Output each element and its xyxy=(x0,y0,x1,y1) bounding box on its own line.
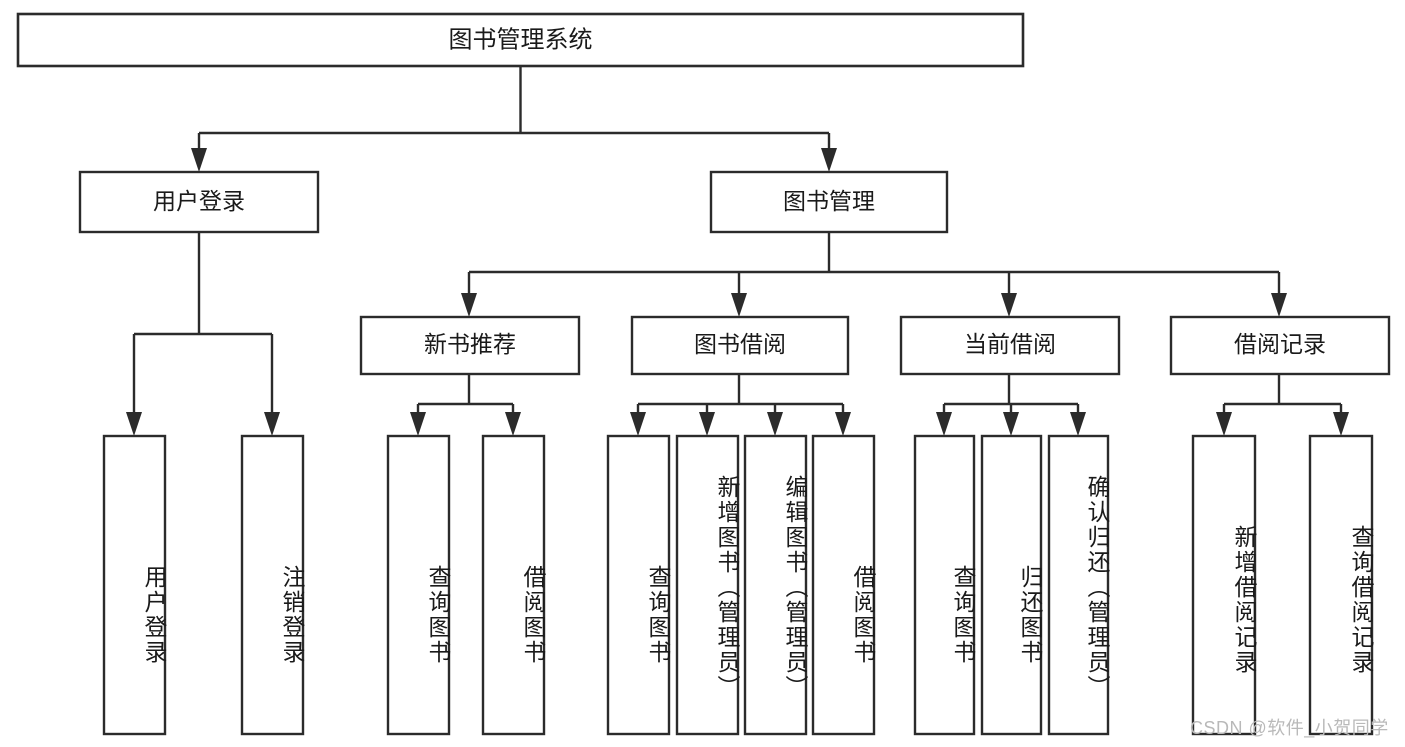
node-root-label: 图书管理系统 xyxy=(449,26,593,53)
leaf-box-add-record[interactable] xyxy=(1191,434,1257,736)
arrowhead-leaf-user-login xyxy=(126,412,142,436)
leaf-box-logout[interactable] xyxy=(240,434,305,736)
leaf-box-user-login[interactable] xyxy=(102,434,167,736)
leaf-box-query-book-2[interactable] xyxy=(606,434,671,736)
leaf-box-confirm-return[interactable] xyxy=(1047,434,1110,736)
node-new-book-recommend[interactable]: 新书推荐 xyxy=(359,315,581,376)
arrowhead-current-borrow xyxy=(1001,293,1017,317)
leaf-box-borrow-book-2[interactable] xyxy=(811,434,876,736)
arrowhead-leaf-borrow-book-2 xyxy=(835,412,851,436)
node-borrow-record-label: 借阅记录 xyxy=(1234,331,1326,357)
node-user-login-box[interactable] xyxy=(78,170,320,234)
arrowhead-leaf-logout xyxy=(264,412,280,436)
leaf-box-return-book[interactable] xyxy=(980,434,1043,736)
node-user-login-label: 用户登录 xyxy=(153,188,245,214)
node-new-book-recommend-label: 新书推荐 xyxy=(424,331,516,357)
node-current-borrow-label: 当前借阅 xyxy=(964,331,1056,357)
arrowhead-book-mgmt xyxy=(821,148,837,172)
node-root-box[interactable] xyxy=(16,12,1025,68)
node-book-management[interactable]: 图书管理 xyxy=(709,170,949,234)
arrowhead-leaf-add-book xyxy=(699,412,715,436)
leaf-box-query-record[interactable] xyxy=(1308,434,1374,736)
node-user-login[interactable]: 用户登录 xyxy=(78,170,320,234)
node-borrow-record[interactable]: 借阅记录 xyxy=(1169,315,1391,376)
leaf-box-edit-book[interactable] xyxy=(743,434,808,736)
node-book-management-box[interactable] xyxy=(709,170,949,234)
node-current-borrow-box[interactable] xyxy=(899,315,1121,376)
leaf-box-borrow-book-1[interactable] xyxy=(481,434,546,736)
arrowhead-borrow-record xyxy=(1271,293,1287,317)
arrowhead-leaf-query-record xyxy=(1333,412,1349,436)
arrowhead-leaf-add-record xyxy=(1216,412,1232,436)
leaf-box-query-book-1[interactable] xyxy=(386,434,451,736)
node-book-borrow-box[interactable] xyxy=(630,315,850,376)
node-book-borrow-label: 图书借阅 xyxy=(694,331,786,357)
node-book-management-label: 图书管理 xyxy=(783,188,875,214)
arrowhead-leaf-edit-book xyxy=(767,412,783,436)
arrowhead-book-borrow xyxy=(731,293,747,317)
node-root[interactable]: 图书管理系统 xyxy=(16,12,1025,68)
arrowhead-leaf-query-book-1 xyxy=(410,412,426,436)
csdn-watermark: CSDN @软件_小贺同学 xyxy=(1190,718,1389,738)
leaf-box-add-book[interactable] xyxy=(675,434,740,736)
arrowhead-leaf-borrow-book-1 xyxy=(505,412,521,436)
arrowhead-leaf-return-book xyxy=(1003,412,1019,436)
node-borrow-record-box[interactable] xyxy=(1169,315,1391,376)
node-new-book-recommend-box[interactable] xyxy=(359,315,581,376)
edge-layer xyxy=(126,66,1349,436)
leaf-box-query-book-3[interactable] xyxy=(913,434,976,736)
arrowhead-leaf-query-book-3 xyxy=(936,412,952,436)
arrowhead-leaf-confirm-return xyxy=(1070,412,1086,436)
node-book-borrow[interactable]: 图书借阅 xyxy=(630,315,850,376)
leaf-layer xyxy=(102,434,1374,736)
arrowhead-leaf-query-book-2 xyxy=(630,412,646,436)
arrowhead-user-login xyxy=(191,148,207,172)
node-current-borrow[interactable]: 当前借阅 xyxy=(899,315,1121,376)
arrowhead-new-book-rec xyxy=(461,293,477,317)
